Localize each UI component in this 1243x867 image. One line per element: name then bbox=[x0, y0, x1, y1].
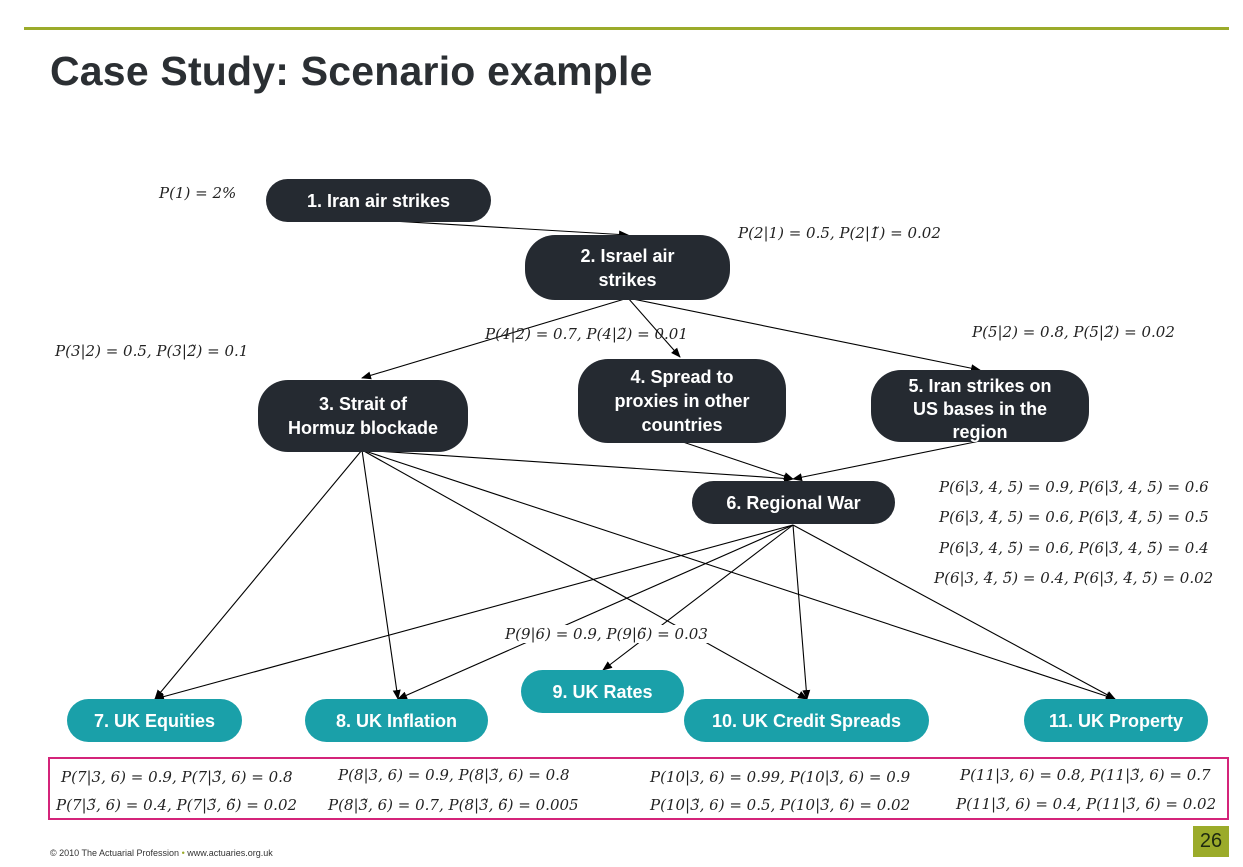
footer-website: www.actuaries.org.uk bbox=[187, 848, 273, 858]
node-label-line: strikes bbox=[598, 269, 657, 290]
edge-3-10 bbox=[361, 449, 808, 700]
node-strait-of-hormuz-blockade: 3. Strait of Hormuz blockade bbox=[258, 380, 468, 452]
prob-node-7-row1: P(7|3, 6) = 0.9, P(7|3̃, 6) = 0.8 bbox=[61, 768, 293, 786]
edge-6-11 bbox=[792, 524, 1116, 700]
node-label: 8. UK Inflation bbox=[336, 710, 457, 731]
prob-node-3: P(3|2) = 0.5, P(3|2̃) = 0.1 bbox=[55, 342, 249, 360]
prob-node-5: P(5|2) = 0.8, P(5|2̃) = 0.02 bbox=[972, 323, 1175, 341]
page-title: Case Study: Scenario example bbox=[50, 48, 653, 94]
edge-1-2 bbox=[374, 219, 629, 239]
prob-node-9: P(9|6) = 0.9, P(9|6̃) = 0.03 bbox=[505, 625, 708, 643]
prob-node-8-row2: P(8|3̃, 6) = 0.7, P(8|3̃, 6̃) = 0.005 bbox=[328, 796, 579, 814]
edge-4-6 bbox=[679, 440, 794, 480]
edge-2-4 bbox=[627, 297, 681, 358]
node-label-line: Hormuz blockade bbox=[287, 418, 439, 438]
node-label: 6. Regional War bbox=[726, 492, 861, 513]
node-spread-to-proxies: 4. Spread to proxies in other countries bbox=[578, 359, 786, 443]
edge-5-6 bbox=[792, 440, 981, 482]
node-uk-rates: 9. UK Rates bbox=[521, 670, 684, 713]
node-label-line: 2. Israel air bbox=[580, 245, 675, 266]
node-label: 9. UK Rates bbox=[552, 681, 653, 702]
prob-node-6-row3: P(6|3, 4, 5̃) = 0.6, P(6|3̃, 4, 5̃) = 0.… bbox=[939, 539, 1209, 557]
footer-copyright: © 2010 The Actuarial Profession • www.ac… bbox=[50, 848, 273, 858]
edge-6-10 bbox=[792, 524, 811, 700]
node-regional-war: 6. Regional War bbox=[692, 481, 895, 524]
node-label: 7. UK Equities bbox=[93, 710, 216, 731]
prob-node-10-row2: P(10|3̃, 6) = 0.5, P(10|3̃, 6̃) = 0.02 bbox=[650, 796, 911, 814]
prob-node-1: P(1) = 2% bbox=[159, 184, 237, 202]
header-rule bbox=[24, 27, 1229, 30]
node-label: 11. UK Property bbox=[1048, 710, 1184, 731]
prob-node-8-row1: P(8|3, 6) = 0.9, P(8|3̃, 6) = 0.8 bbox=[338, 766, 570, 784]
node-uk-inflation: 8. UK Inflation bbox=[305, 699, 488, 742]
node-label-line: 4. Spread to bbox=[630, 367, 734, 387]
node-uk-credit-spreads: 10. UK Credit Spreads bbox=[684, 699, 929, 742]
prob-node-6-row1: P(6|3, 4, 5) = 0.9, P(6|3̃, 4, 5) = 0.6 bbox=[939, 478, 1209, 496]
edge-3-8 bbox=[361, 449, 401, 700]
prob-node-4: P(4|2) = 0.7, P(4|2̃) = 0.01 bbox=[485, 325, 688, 343]
edge-3-11 bbox=[361, 449, 1116, 700]
prob-node-11-row1: P(11|3, 6) = 0.8, P(11|3̃, 6) = 0.7 bbox=[960, 766, 1211, 784]
prob-node-6-row2: P(6|3, 4̃, 5) = 0.6, P(6|3̃, 4̃, 5) = 0.… bbox=[939, 508, 1209, 526]
edge-3-7 bbox=[154, 449, 363, 700]
node-uk-equities: 7. UK Equities bbox=[67, 699, 242, 742]
node-uk-property: 11. UK Property bbox=[1024, 699, 1208, 742]
page-number: 26 bbox=[1193, 826, 1229, 857]
prob-node-2: P(2|1) = 0.5, P(2|1̃) = 0.02 bbox=[738, 224, 941, 242]
node-label-line: countries bbox=[641, 415, 723, 435]
node-label-line: region bbox=[952, 421, 1008, 442]
prob-node-10-row1: P(10|3, 6) = 0.99, P(10|3̃, 6) = 0.9 bbox=[650, 768, 911, 786]
footer-separator: • bbox=[181, 848, 185, 858]
edge-6-8 bbox=[397, 524, 794, 700]
node-label-line: proxies in other bbox=[614, 391, 750, 411]
prob-node-6-row4: P(6|3, 4̃, 5̃) = 0.4, P(6|3̃, 4̃, 5̃) = … bbox=[934, 569, 1214, 587]
node-label: 1. Iran air strikes bbox=[306, 190, 451, 211]
node-label-line: 5. Iran strikes on bbox=[908, 375, 1052, 396]
edge-6-9 bbox=[602, 524, 794, 671]
node-label-line: US bases in the bbox=[912, 398, 1048, 419]
edge-2-5 bbox=[627, 297, 981, 373]
node-iran-air-strikes: 1. Iran air strikes bbox=[266, 179, 491, 222]
copyright-text: © 2010 The Actuarial Profession bbox=[50, 848, 180, 858]
node-label: 10. UK Credit Spreads bbox=[711, 710, 902, 731]
prob-node-7-row2: P(7|3̃, 6) = 0.4, P(7|3̃, 6̃) = 0.02 bbox=[56, 796, 298, 814]
conditional-probability-box bbox=[48, 757, 1229, 820]
node-iran-strikes-us-bases: 5. Iran strikes on US bases in the regio… bbox=[871, 370, 1089, 442]
prob-node-11-row2: P(11|3̃, 6) = 0.4, P(11|3̃, 6̃) = 0.02 bbox=[956, 795, 1217, 813]
edge-2-3 bbox=[361, 297, 629, 380]
edge-3-6 bbox=[361, 449, 794, 483]
edge-6-7 bbox=[154, 524, 794, 701]
node-israel-air-strikes: 2. Israel air strikes bbox=[525, 235, 730, 300]
node-label-line: 3. Strait of bbox=[318, 394, 407, 414]
